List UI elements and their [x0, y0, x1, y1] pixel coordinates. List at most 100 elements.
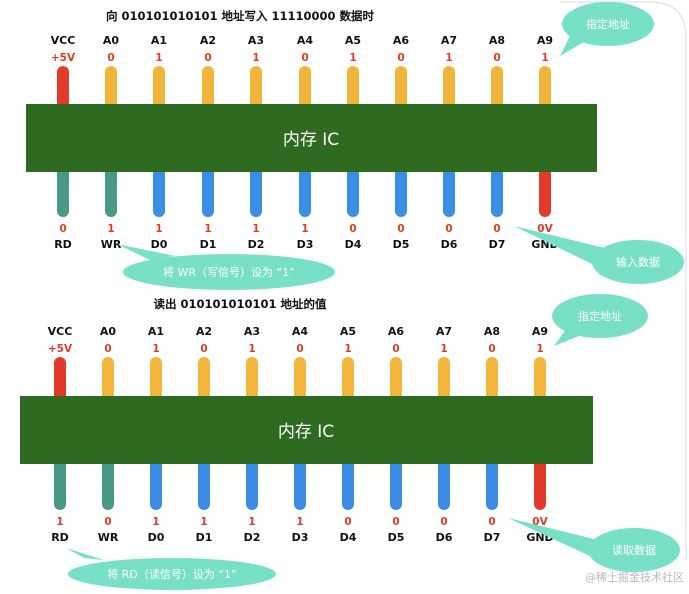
pin-label-d6: D6	[441, 238, 458, 251]
pin-d4	[342, 455, 354, 510]
bottom-pin-labels: RD WR D0 D1 D2 D3 D4 D5 D6 D7 GND	[51, 531, 553, 544]
memory-chip	[20, 396, 593, 464]
pin-value-rd: 0	[59, 223, 66, 235]
pin-label-d7: D7	[484, 531, 501, 544]
pin-value-d3: 1	[301, 223, 308, 235]
callout-control-bubble	[117, 244, 175, 260]
pin-gnd	[534, 455, 546, 510]
pin-d5	[395, 162, 407, 217]
pin-label-a8: A8	[489, 34, 505, 47]
pin-vcc	[54, 357, 66, 407]
bottom-pins	[54, 455, 546, 510]
pin-value-a0: 0	[104, 343, 111, 355]
pin-value-d5: 0	[392, 516, 399, 528]
pin-value-a3: 1	[252, 52, 259, 64]
pin-value-a9: 1	[541, 52, 548, 64]
pin-a3	[250, 66, 262, 116]
watermark: @稀土掘金技术社区	[585, 570, 684, 584]
pin-label-a9: A9	[537, 34, 553, 47]
pin-value-a8: 0	[488, 343, 495, 355]
pin-label-a6: A6	[388, 325, 405, 338]
callout-address-bubble	[560, 36, 584, 56]
callout-address-text: 指定地址	[586, 17, 630, 31]
pin-value-gnd: 0V	[537, 223, 553, 235]
pin-label-d3: D3	[297, 238, 314, 251]
callout-control-text: 将 WR（写信号）设为 “1”	[163, 266, 295, 279]
pin-value-vcc: +5V	[51, 52, 76, 64]
pin-a2	[198, 357, 210, 407]
pin-a1	[153, 66, 165, 116]
pin-value-a9: 1	[536, 343, 543, 355]
pin-value-a2: 0	[200, 343, 207, 355]
pin-value-a5: 1	[344, 343, 351, 355]
pin-a0	[102, 357, 114, 407]
pin-a5	[347, 66, 359, 116]
pin-label-rd: RD	[51, 531, 69, 544]
pin-label-wr: WR	[98, 531, 119, 544]
pin-value-a2: 0	[204, 52, 211, 64]
pin-d2	[246, 455, 258, 510]
pin-value-d7: 0	[493, 223, 500, 235]
callout-data: 输入数据	[514, 226, 684, 284]
callout-data: 读取数据	[508, 518, 680, 572]
pin-label-a1: A1	[151, 34, 167, 47]
diagram-read: 读出 010101010101 地址的值 VCC A0 A1 A2 A3 A4 …	[20, 294, 680, 590]
pin-value-a5: 1	[349, 52, 356, 64]
callout-address-bubble	[552, 294, 648, 338]
pin-d1	[198, 455, 210, 510]
pin-d0	[153, 162, 165, 217]
pin-value-d5: 0	[397, 223, 404, 235]
pin-label-a0: A0	[100, 325, 117, 338]
pin-a6	[390, 357, 402, 407]
pin-label-a6: A6	[393, 34, 410, 47]
pin-d7	[491, 162, 503, 217]
pin-value-a8: 0	[493, 52, 500, 64]
pin-label-d4: D4	[340, 531, 357, 544]
pin-a1	[150, 357, 162, 407]
pin-label-rd: RD	[54, 238, 72, 251]
pin-value-d2: 1	[248, 516, 255, 528]
callout-data-bubble	[588, 528, 680, 572]
pin-label-d4: D4	[345, 238, 362, 251]
callout-control-bubble	[123, 254, 335, 290]
pin-d6	[438, 455, 450, 510]
pin-d2	[250, 162, 262, 217]
pin-label-a4: A4	[292, 325, 309, 338]
pin-value-d0: 1	[152, 516, 159, 528]
pin-gnd	[539, 162, 551, 217]
pin-value-a6: 0	[392, 343, 399, 355]
callout-control-bubble	[66, 548, 104, 560]
top-pin-labels: VCC A0 A1 A2 A3 A4 A5 A6 A7 A8 A9	[51, 34, 553, 47]
chip-label: 内存 IC	[278, 422, 334, 442]
pin-value-a0: 0	[107, 52, 114, 64]
pin-label-a0: A0	[103, 34, 120, 47]
pin-wr	[102, 455, 114, 510]
pin-d4	[347, 162, 359, 217]
callout-control-text: 将 RD（读信号）设为 “1”	[107, 567, 237, 581]
pin-label-a4: A4	[297, 34, 314, 47]
pin-value-d0: 1	[155, 223, 162, 235]
pin-value-rd: 1	[56, 516, 63, 528]
pin-label-a8: A8	[484, 325, 500, 338]
bottom-pin-values: 0 1 1 1 1 1 0 0 0 0 0V	[59, 223, 553, 235]
chip-label: 内存 IC	[283, 130, 339, 150]
pin-rd	[54, 455, 66, 510]
top-pins	[54, 357, 546, 407]
pin-a7	[438, 357, 450, 407]
pin-label-vcc: VCC	[51, 34, 76, 47]
pin-label-d5: D5	[388, 531, 405, 544]
pin-a0	[105, 66, 117, 116]
pin-a4	[294, 357, 306, 407]
pin-label-vcc: VCC	[48, 325, 73, 338]
pin-value-a6: 0	[397, 52, 404, 64]
pin-label-d2: D2	[248, 238, 265, 251]
pin-a5	[342, 357, 354, 407]
callout-address-text: 指定地址	[578, 309, 622, 323]
pin-value-d4: 0	[344, 516, 351, 528]
pin-label-a9: A9	[532, 325, 548, 338]
pin-value-a4: 0	[296, 343, 303, 355]
pin-label-a7: A7	[441, 34, 457, 47]
memory-chip	[26, 104, 597, 172]
